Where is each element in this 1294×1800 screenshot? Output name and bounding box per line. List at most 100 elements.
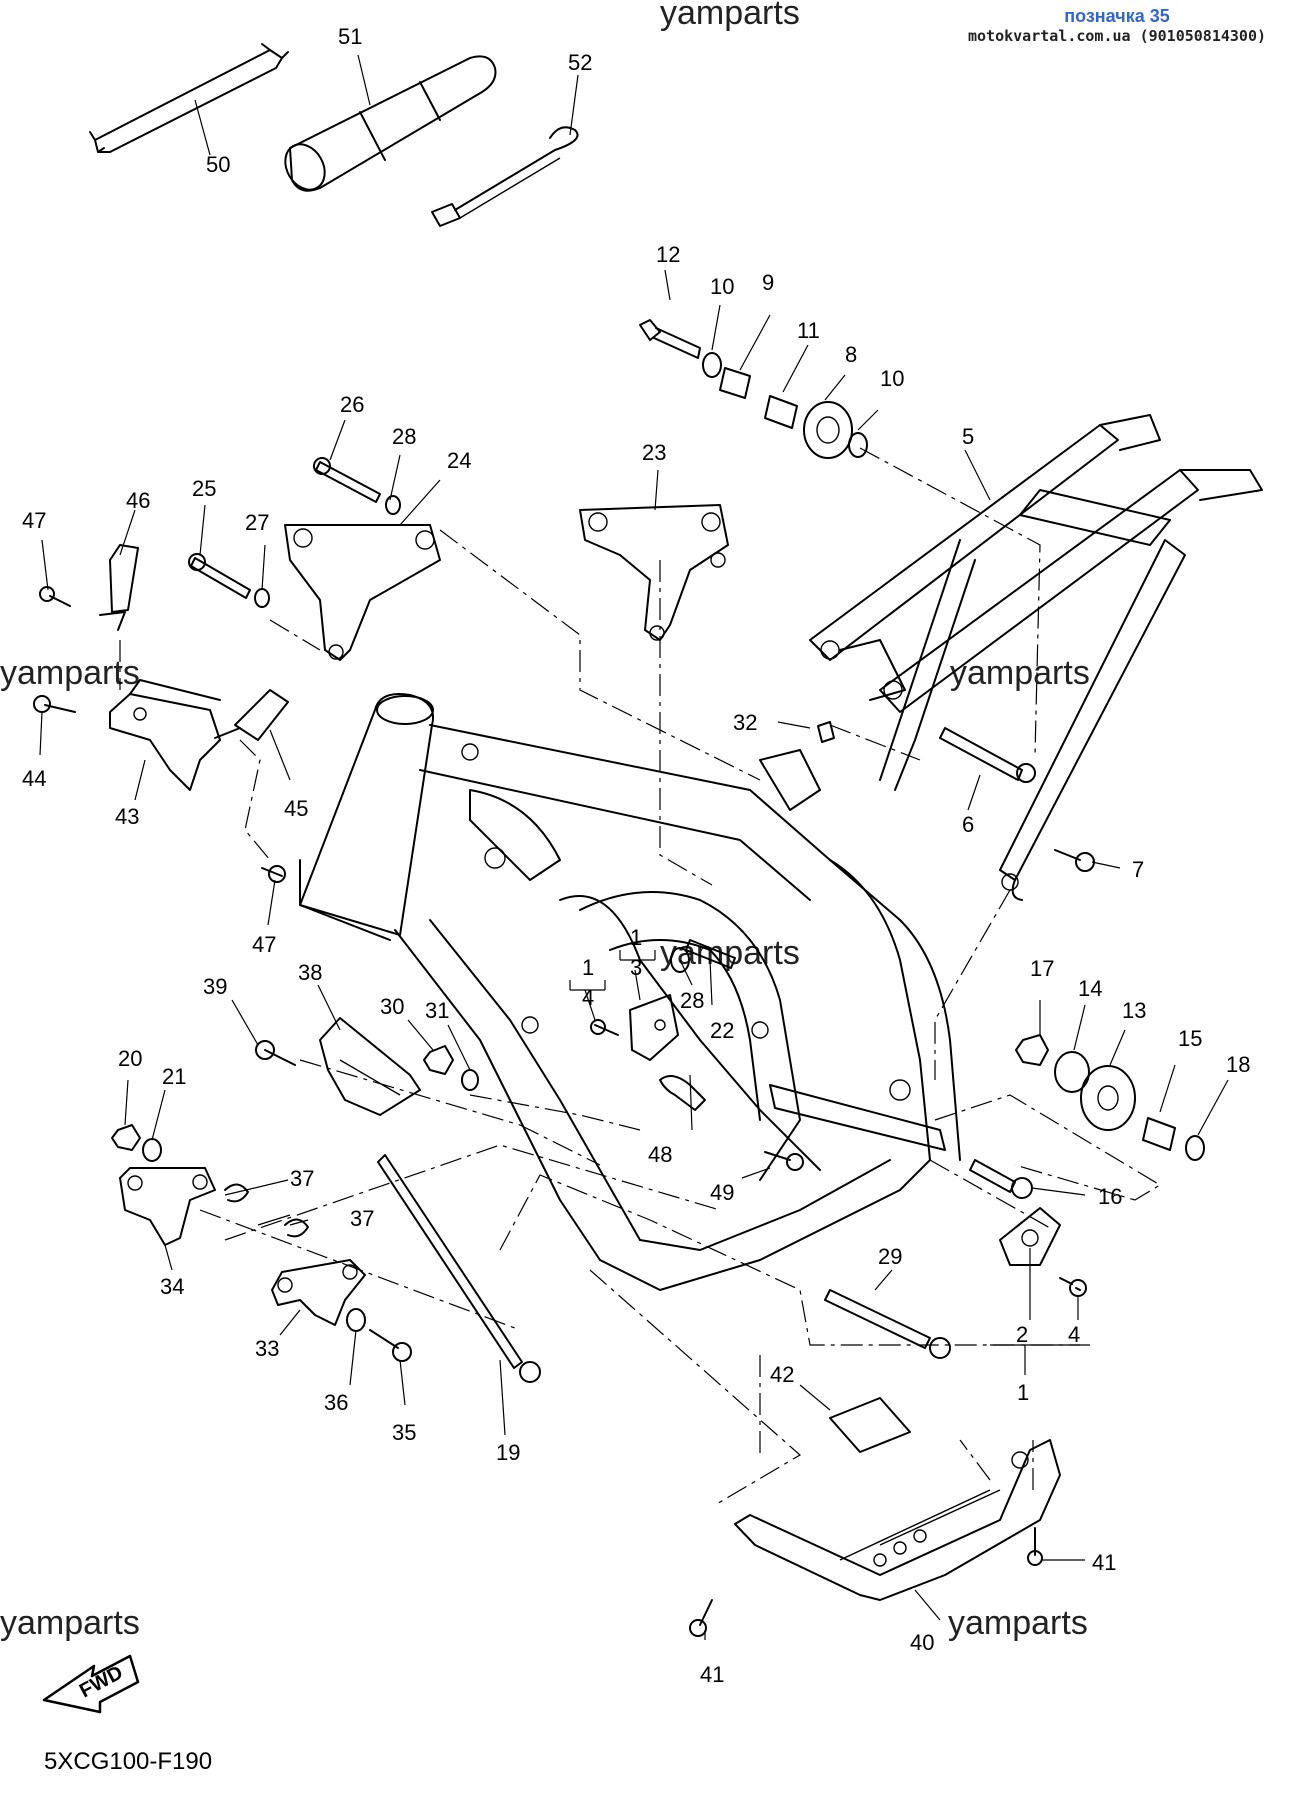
washer-part-27 xyxy=(254,588,270,608)
reference-label: позначка 35 xyxy=(1064,6,1170,26)
bolt-part-35 xyxy=(369,1329,412,1362)
callout-35: 35 xyxy=(392,1420,416,1445)
footrest-part-46 xyxy=(99,544,139,631)
bolt-part-4 xyxy=(1059,1277,1087,1297)
bolt-part-4b xyxy=(590,1019,619,1036)
collar-part-9 xyxy=(719,367,751,399)
spoke-tool-part-52 xyxy=(431,126,579,227)
nut-part-30 xyxy=(423,1045,454,1075)
callout-25: 25 xyxy=(192,476,216,501)
callout-28: 28 xyxy=(680,988,704,1013)
nut-part-20 xyxy=(111,1124,141,1151)
bolt-part-19 xyxy=(377,1154,541,1383)
callout-9: 9 xyxy=(762,270,774,295)
callout-17: 17 xyxy=(1030,956,1054,981)
callout-50: 50 xyxy=(206,152,230,177)
callout-31: 31 xyxy=(425,998,449,1023)
callout-46: 46 xyxy=(126,488,150,513)
callout-6: 6 xyxy=(962,812,974,837)
callout-7: 7 xyxy=(1132,857,1144,882)
callout-1: 1 xyxy=(630,925,642,950)
callout-38: 38 xyxy=(298,960,322,985)
callout-43: 43 xyxy=(115,804,139,829)
washer-part-28 xyxy=(385,495,401,515)
bolt-part-41 xyxy=(1027,1527,1043,1566)
callout-1: 1 xyxy=(1017,1380,1029,1405)
callout-2: 2 xyxy=(1016,1322,1028,1347)
engine-bracket-part-23 xyxy=(579,504,729,641)
callout-47: 47 xyxy=(252,932,276,957)
callout-41: 41 xyxy=(1092,1550,1116,1575)
callout-30: 30 xyxy=(380,994,404,1019)
clip-part-37b xyxy=(284,1218,309,1238)
callout-11: 11 xyxy=(797,318,820,343)
pivot-bolt-part-12 xyxy=(639,319,701,359)
callout-13: 13 xyxy=(1122,998,1146,1023)
bolt-part-6 xyxy=(939,727,1036,783)
callout-10: 10 xyxy=(710,274,734,299)
wrench-part-50 xyxy=(89,43,289,153)
callout-34: 34 xyxy=(160,1274,184,1299)
reference-site: motokvartal.com.ua (901050814300) xyxy=(967,27,1266,45)
engine-mount-part-2 xyxy=(999,1207,1061,1266)
diagram-code: 5XCG100-F190 xyxy=(44,1748,213,1775)
bracket-part-3 xyxy=(629,994,679,1061)
callout-39: 39 xyxy=(203,974,227,999)
washer-part-18 xyxy=(1185,1135,1205,1161)
callouts: 50 51 52 12 10 9 11 8 10 5 6 7 32 23 24 … xyxy=(22,24,1250,1687)
callout-22: 22 xyxy=(710,1018,734,1043)
callout-47: 47 xyxy=(22,508,46,533)
callout-36: 36 xyxy=(324,1390,348,1415)
washer-part-28b xyxy=(670,947,690,973)
clip-part-37 xyxy=(224,1183,249,1203)
bolt-part-25 xyxy=(188,553,251,599)
reference-note: позначка 35 motokvartal.com.ua (90105081… xyxy=(968,6,1266,45)
callout-28: 28 xyxy=(392,424,416,449)
bolt-part-39 xyxy=(255,1040,296,1066)
callout-24: 24 xyxy=(447,448,471,473)
pad-part-42 xyxy=(829,1397,911,1453)
callout-5: 5 xyxy=(962,424,974,449)
engine-bracket-part-33 xyxy=(271,1259,366,1326)
bolt-part-44 xyxy=(33,695,76,713)
bearing-part-13 xyxy=(1080,1065,1136,1131)
callout-4: 4 xyxy=(582,985,594,1010)
callout-41: 41 xyxy=(700,1662,724,1687)
leader-lines xyxy=(39,54,1229,1640)
callout-33: 33 xyxy=(255,1336,279,1361)
callout-40: 40 xyxy=(910,1630,934,1655)
bolt-part-16 xyxy=(969,1159,1033,1199)
washer-part-36 xyxy=(346,1308,366,1332)
callout-48: 48 xyxy=(648,1142,672,1167)
clamp-part-48 xyxy=(659,1075,706,1111)
callout-32: 32 xyxy=(733,710,757,735)
skid-plate-part-40 xyxy=(734,1439,1061,1601)
callout-49: 49 xyxy=(710,1180,734,1205)
callout-19: 19 xyxy=(496,1440,520,1465)
callout-37: 37 xyxy=(290,1166,314,1191)
bolt-part-47b xyxy=(261,865,286,883)
bolt-part-41b xyxy=(689,1599,713,1637)
forward-arrow-badge: FWD xyxy=(38,1648,148,1733)
callout-21: 21 xyxy=(162,1064,186,1089)
socket-wrench-part-51 xyxy=(284,55,497,192)
collar-part-11 xyxy=(764,395,798,429)
callout-3: 3 xyxy=(630,955,642,980)
callout-20: 20 xyxy=(118,1046,142,1071)
footrest-bracket-part-43 xyxy=(109,679,221,791)
cover-part-38 xyxy=(319,1017,421,1116)
callout-37: 37 xyxy=(350,1206,374,1231)
bolt-part-49 xyxy=(764,1151,804,1171)
callout-1: 1 xyxy=(582,955,594,980)
callout-12: 12 xyxy=(656,242,680,267)
callout-23: 23 xyxy=(642,440,666,465)
callout-14: 14 xyxy=(1078,976,1102,1001)
engine-bracket-part-24 xyxy=(284,524,441,661)
washer-part-10 xyxy=(702,352,722,378)
callout-51: 51 xyxy=(338,24,362,49)
callout-26: 26 xyxy=(340,392,364,417)
bolt-part-22 xyxy=(685,939,736,969)
bolt-part-29 xyxy=(824,1289,951,1359)
callout-16: 16 xyxy=(1098,1184,1122,1209)
